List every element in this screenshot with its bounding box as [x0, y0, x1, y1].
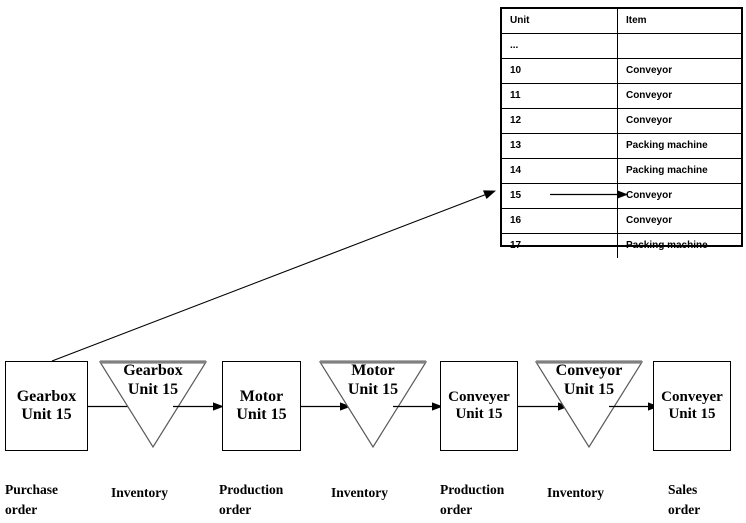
node-label-line2: Unit 15 [236, 406, 287, 423]
flow-node-box-conveyer-production[interactable]: Conveyer Unit 15 [440, 361, 518, 451]
table-row[interactable]: ... [502, 33, 741, 59]
cell-unit: 17 [502, 233, 618, 258]
table-row[interactable]: 16 Conveyor [502, 208, 741, 234]
table-row[interactable]: 17 Packing machine [502, 233, 741, 258]
node-label-line1: Gearbox [16, 387, 77, 405]
unit-item-reference-table: Unit Item ... 10 Conveyor 11 Conveyor 12… [500, 7, 743, 258]
flow-arrow [393, 402, 443, 411]
cell-item: Packing machine [616, 233, 741, 258]
stage-label-production-order-2: Production order [440, 482, 505, 517]
flow-node-box-gearbox-purchase[interactable]: Gearbox Unit 15 [5, 361, 88, 451]
cell-item: Conveyor [616, 83, 741, 109]
reference-table-grid: Unit Item ... 10 Conveyor 11 Conveyor 12… [502, 9, 741, 258]
flow-node-triangle-gearbox-inventory[interactable]: Gearbox Unit 15 [98, 359, 208, 449]
cell-item: Packing machine [616, 133, 741, 159]
flow-arrow [173, 402, 224, 411]
stage-label-inventory-2: Inventory [331, 485, 388, 500]
node-label-line1: Motor [239, 387, 284, 405]
cell-item: Conveyor [616, 108, 741, 134]
flow-arrow [301, 402, 351, 411]
node-label-line2: Unit 15 [563, 381, 615, 398]
node-label-line1: Motor [351, 362, 395, 379]
cell-item: Conveyor [616, 183, 741, 209]
row-15-pointer-arrow [550, 190, 628, 199]
inverted-triangle-icon [534, 360, 644, 449]
table-row[interactable]: 13 Packing machine [502, 133, 741, 159]
stage-label-inventory-1: Inventory [111, 485, 168, 500]
stage-label-inventory-3: Inventory [547, 485, 604, 500]
cell-item: Conveyor [616, 58, 741, 84]
node-label-line2: Unit 15 [127, 381, 179, 398]
column-header-unit: Unit [502, 9, 618, 34]
node-label-line2: Unit 15 [347, 381, 399, 398]
cell-item: Conveyor [616, 208, 741, 234]
inverted-triangle-icon [98, 360, 208, 449]
node-label-line1: Conveyer [448, 388, 510, 405]
flow-node-triangle-conveyor-inventory[interactable]: Conveyor Unit 15 [534, 359, 644, 449]
table-row[interactable]: 10 Conveyor [502, 58, 741, 84]
stage-label-production-order-1: Production order [219, 482, 284, 517]
flow-node-box-motor-production[interactable]: Motor Unit 15 [222, 361, 301, 451]
node-label-line2: Unit 15 [668, 406, 716, 422]
node-label-line2: Unit 15 [21, 406, 72, 423]
inverted-triangle-icon [318, 360, 428, 449]
flow-node-triangle-motor-inventory[interactable]: Motor Unit 15 [318, 359, 428, 449]
flow-arrow [609, 402, 659, 411]
stage-label-purchase-order: Purchase order [5, 482, 58, 517]
table-header-row: Unit Item [502, 9, 741, 34]
cell-unit: 16 [502, 208, 618, 234]
stage-label-sales-order: Sales order [668, 482, 701, 517]
cell-item [616, 33, 741, 59]
flow-node-box-conveyer-sales[interactable]: Conveyer Unit 15 [653, 361, 731, 451]
node-label-line1: Gearbox [123, 362, 183, 379]
node-label-line1: Conveyer [661, 388, 723, 405]
node-label-line1: Conveyor [555, 362, 623, 379]
node-label-line2: Unit 15 [455, 406, 503, 422]
